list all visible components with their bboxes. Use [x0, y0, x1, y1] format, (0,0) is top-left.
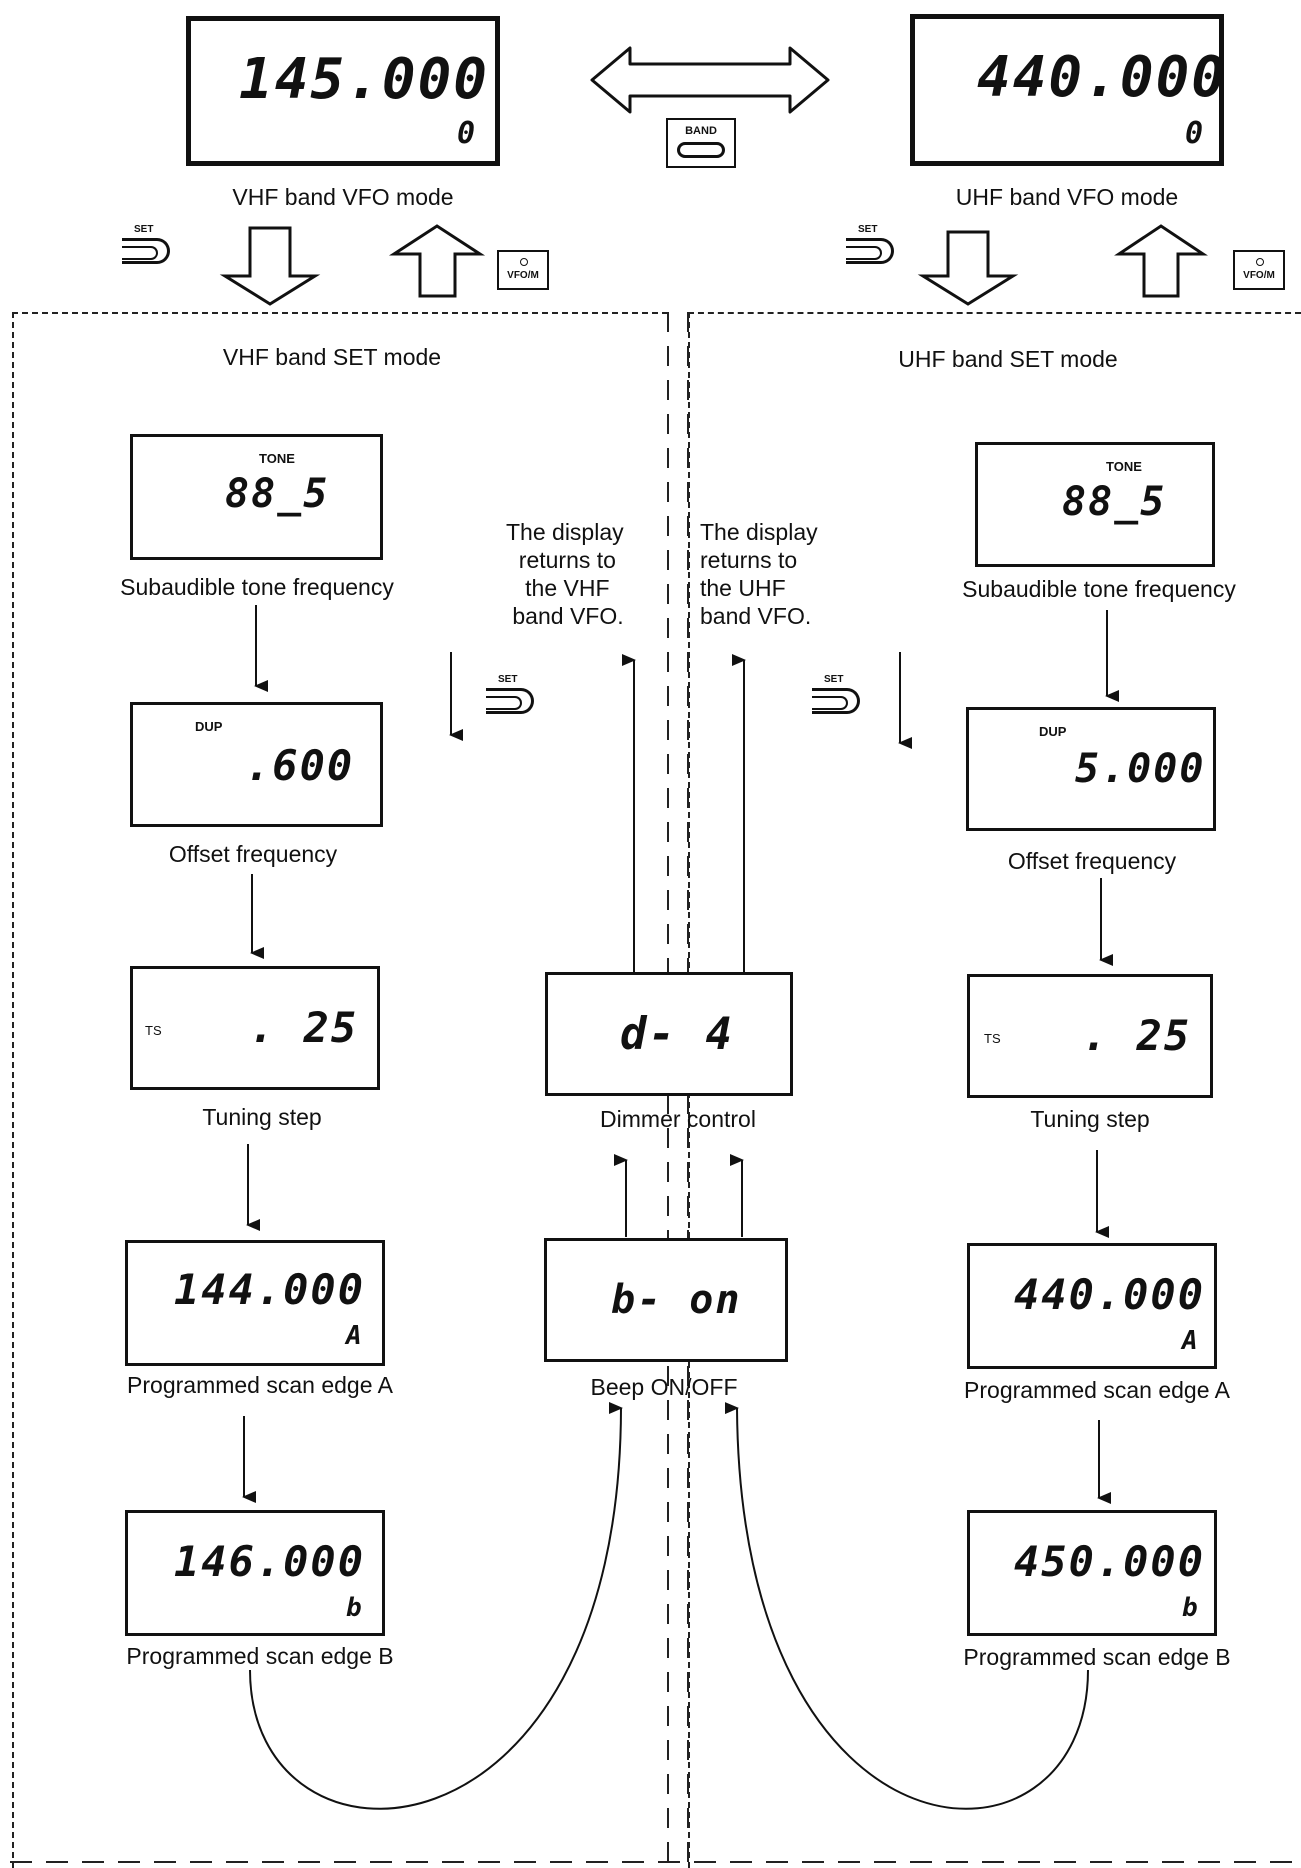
vhf-vfo-m-key-icon: VFO/M [497, 250, 549, 290]
vhf-tone-display: TONE 88_5 [130, 434, 383, 560]
uhf-set-mode-title: UHF band SET mode [898, 346, 1118, 373]
vhf-set-down-arrow [219, 226, 321, 306]
vhf-tuning-step-display: TS . 25 [130, 966, 380, 1090]
uhf-tone-label: Subaudible tone frequency [962, 576, 1236, 602]
vhf-tone-value: 88_5 [225, 471, 330, 517]
vhf-tuning-step-label: Tuning step [202, 1104, 322, 1130]
band-key-icon: BAND [666, 118, 736, 168]
dup-indicator: DUP [195, 719, 223, 734]
uhf-scan-edge-a-value: 440.000 [1014, 1270, 1206, 1319]
uhf-scan-edge-a-label: Programmed scan edge A [964, 1377, 1230, 1403]
uhf-return-note: The display returns to the UHF band VFO. [700, 519, 818, 629]
vhf-set-mode-section [12, 312, 668, 1868]
vhf-vfo-memory: 0 [457, 116, 476, 151]
uhf-vfo-m-key-icon: VFO/M [1233, 250, 1285, 290]
uhf-tone-display: TONE 88_5 [975, 442, 1215, 567]
tone-indicator: TONE [259, 451, 295, 466]
vhf-return-note: The display returns to the VHF band VFO. [506, 519, 624, 629]
uhf-offset-value: 5.000 [1075, 746, 1206, 792]
uhf-set-down-arrow [917, 230, 1019, 306]
uhf-tuning-step-display: TS . 25 [967, 974, 1213, 1098]
vhf-offset-label: Offset frequency [168, 841, 338, 867]
uhf-scan-edge-b-marker: b [1182, 1593, 1198, 1623]
vhf-vfo-mode-label: VHF band VFO mode [232, 184, 454, 210]
uhf-offset-display: DUP 5.000 [966, 707, 1216, 831]
uhf-tuning-step-value: . 25 [1082, 1011, 1192, 1060]
uhf-scan-edge-a-display: 440.000 A [967, 1243, 1217, 1369]
uhf-scan-edge-b-label: Programmed scan edge B [963, 1644, 1231, 1670]
beep-display: b- on [544, 1238, 788, 1362]
vhf-scan-edge-b-value: 146.000 [174, 1537, 366, 1586]
dimmer-display: d- 4 [545, 972, 793, 1096]
uhf-vfo-up-arrow [1114, 224, 1208, 298]
vhf-tone-label: Subaudible tone frequency [120, 574, 394, 600]
dimmer-label: Dimmer control [600, 1106, 756, 1132]
uhf-scan-edge-b-value: 450.000 [1014, 1537, 1206, 1586]
beep-value: b- on [611, 1277, 742, 1323]
vhf-scan-edge-a-display: 144.000 A [125, 1240, 385, 1366]
ts-indicator: TS [145, 1023, 162, 1038]
uhf-vfo-memory: 0 [1185, 116, 1204, 151]
uhf-vfo-frequency: 440.000 [977, 45, 1228, 110]
vhf-set-mode-title: VHF band SET mode [222, 344, 442, 371]
band-toggle-arrow [590, 46, 830, 114]
ts-indicator: TS [984, 1031, 1001, 1046]
vhf-vfo-frequency: 145.000 [239, 47, 490, 112]
uhf-tone-value: 88_5 [1062, 479, 1167, 525]
uhf-vfo-display: 440.000 0 [910, 14, 1228, 166]
uhf-offset-label: Offset frequency [1007, 848, 1177, 874]
uhf-scan-edge-a-marker: A [1182, 1326, 1198, 1356]
vhf-vfo-up-arrow [388, 224, 486, 298]
uhf-scan-edge-b-display: 450.000 b [967, 1510, 1217, 1636]
vhf-tuning-step-value: . 25 [249, 1003, 359, 1052]
vhf-scan-edge-b-display: 146.000 b [125, 1510, 385, 1636]
vhf-offset-display: DUP .600 [130, 702, 383, 827]
dup-indicator: DUP [1039, 724, 1067, 739]
tone-indicator: TONE [1106, 459, 1142, 474]
vhf-vfo-display: 145.000 0 [186, 16, 500, 166]
dimmer-value: d- 4 [620, 1009, 734, 1060]
beep-label: Beep ON/OFF [590, 1374, 738, 1400]
vhf-scan-edge-a-value: 144.000 [174, 1265, 366, 1314]
vhf-scan-edge-a-marker: A [346, 1321, 362, 1351]
uhf-vfo-mode-label: UHF band VFO mode [955, 184, 1179, 210]
vhf-scan-edge-a-label: Programmed scan edge A [127, 1372, 393, 1398]
uhf-tuning-step-label: Tuning step [1030, 1106, 1150, 1132]
vhf-scan-edge-b-label: Programmed scan edge B [126, 1643, 394, 1669]
vhf-scan-edge-b-marker: b [346, 1593, 362, 1623]
vhf-offset-value: .600 [245, 741, 355, 790]
